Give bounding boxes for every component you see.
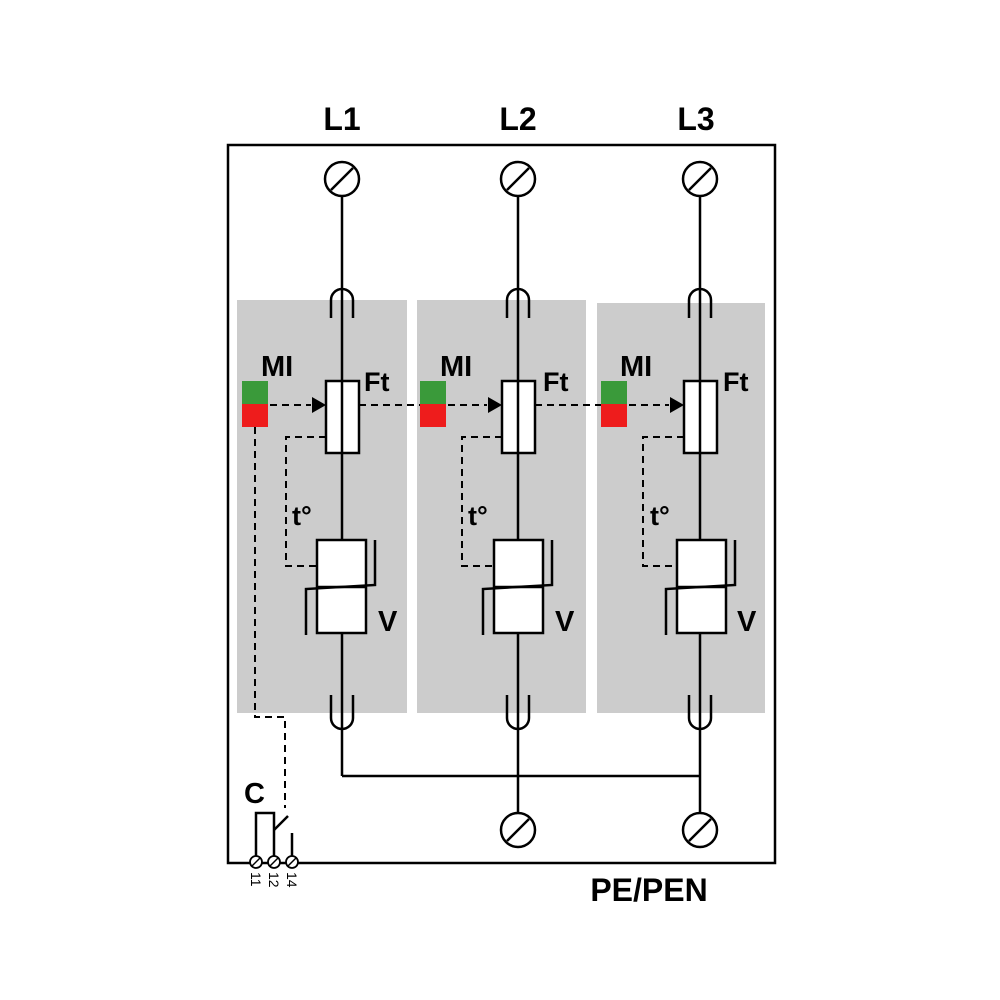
terminal-screw-slot [287,857,297,867]
plug-connector-icon [687,287,713,318]
indicator-fault-red [242,404,268,427]
indicator-fault-red [601,404,627,427]
indicator-ok-green [420,381,446,404]
thermal-label: t° [292,501,312,531]
terminal-number-14: 14 [284,872,300,888]
terminal-screw-slot [506,818,530,842]
thermal-link [285,436,326,567]
module-background [597,303,765,713]
contact-label: C [244,778,265,810]
plug-connector-icon [329,695,355,731]
varistor-curve-icon [304,540,377,635]
module-background [237,300,407,713]
thermal-link [642,436,684,567]
indicator-ok-green [242,381,268,404]
plug-connector-icon [687,695,713,731]
terminal-number-12: 12 [266,872,282,888]
terminal-number-11: 11 [248,872,264,887]
terminal-screw-slot [251,857,261,867]
ground-label: PE/PEN [590,872,707,908]
thermal-link [461,436,502,567]
indicator-label: MI [440,351,472,383]
module-l3: MI Ft t° V [597,160,765,814]
terminal-screw-slot [330,167,354,191]
plug-connector-icon [505,695,531,731]
thermal-label: t° [468,501,488,531]
indicator-label: MI [620,351,652,383]
plug-connector-icon [329,287,355,318]
plug-connector-icon [505,287,531,318]
varistor-label: V [555,606,575,638]
varistor-label: V [378,606,398,638]
varistor-label: V [737,606,757,638]
terminal-screw-slot [269,857,279,867]
aux-contact: C 11 12 14 [244,778,300,888]
trip-arrow-icon [670,397,684,413]
module-l2: MI Ft t° V [417,160,586,814]
remote-contact-link [254,427,286,808]
phase-label-l3: L3 [677,101,714,137]
terminal-screw-slot [506,167,530,191]
fuse-label: Ft [364,367,389,397]
fuse-label: Ft [723,367,748,397]
varistor-curve-icon [664,540,737,635]
contact-arm-11 [254,811,276,856]
terminal-screw-slot [688,167,712,191]
trip-arrow-icon [488,397,502,413]
trip-arrow-icon [312,397,326,413]
contact-blade [273,815,289,831]
module-l1: MI Ft t° V [237,160,407,776]
fuse-label: Ft [543,367,568,397]
indicator-label: MI [261,351,293,383]
terminal-screw-slot [688,818,712,842]
phase-label-l1: L1 [323,101,360,137]
indicator-ok-green [601,381,627,404]
varistor-curve-icon [481,540,554,635]
indicator-fault-red [420,404,446,427]
thermal-label: t° [650,501,670,531]
phase-label-l2: L2 [499,101,536,137]
module-background [417,300,586,713]
